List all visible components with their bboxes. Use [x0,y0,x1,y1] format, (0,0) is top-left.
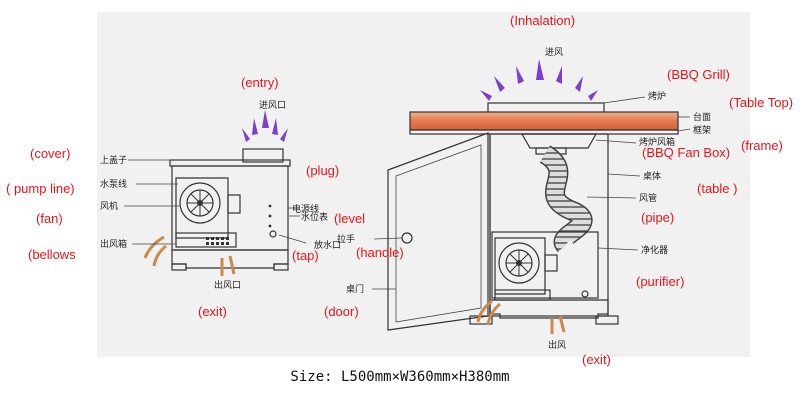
label-cn-shuibengxian: 水泵线 [100,178,127,190]
label-exit-right: (exit) [582,352,611,367]
label-cn-jinfengkou: 进风口 [259,100,286,111]
label-level: (level [334,211,365,226]
right-table-unit [387,102,679,331]
label-cn-lashou: 拉手 [337,233,355,245]
label-door: (door) [324,304,359,319]
label-cn-chufengxiang: 出风箱 [100,238,127,250]
label-bbq-fan-box: (BBQ Fan Box) [642,145,730,160]
label-cn-zhuomen: 桌门 [346,283,364,295]
label-tap: (tap) [292,248,319,263]
label-pipe: (pipe) [641,210,674,225]
label-bellows: (bellows [28,247,76,262]
label-cn-kaolu: 烤炉 [648,90,666,102]
label-cn-jinghuaqi: 净化器 [641,244,668,256]
label-purifier: (purifier) [636,274,684,289]
label-cn-shanggaizi: 上盖子 [100,154,127,166]
label-cn-kaolufengxiang: 烤炉风箱 [639,136,675,148]
label-cn-jinfeng: 进风 [545,47,563,58]
entry-arrows [242,110,288,142]
label-plug: (plug) [306,163,339,178]
left-purifier-unit [169,148,291,271]
label-cn-fengguan: 风管 [639,192,657,204]
label-inhalation: (Inhalation) [510,13,575,28]
label-table-top: (Table Top) [729,95,793,110]
inhalation-arrows [480,59,598,101]
label-cn-dianyuanxian: 电源线 [292,203,319,215]
right-exit-arrows [476,299,566,334]
label-cn-zhuoti: 桌体 [643,170,661,182]
label-cn-shuiweibiao: 水位表 [301,211,328,223]
label-cn-kuangjia: 框架 [693,124,711,136]
label-table: (table ) [697,181,737,196]
label-cover: (cover) [30,146,70,161]
label-pump-line: ( pump line) [6,181,75,196]
left-exit-arrows [143,235,236,276]
label-handle: (handle) [356,245,404,260]
label-entry: (entry) [241,75,279,90]
label-cn-chufeng: 出风 [548,339,566,351]
label-bbq-grill: (BBQ Grill) [667,67,730,82]
label-cn-chufengkou: 出风口 [214,279,241,291]
label-cn-fengji: 风机 [100,200,118,212]
label-cn-fangshuikou: 放水口 [314,239,341,251]
label-frame: (frame) [741,138,783,153]
label-fan: (fan) [36,211,63,226]
label-exit-left: (exit) [198,304,227,319]
diagram-background [97,12,750,357]
size-caption: Size: L500mm×W360mm×H380mm [290,369,510,385]
label-cn-taimian: 台面 [693,111,711,123]
